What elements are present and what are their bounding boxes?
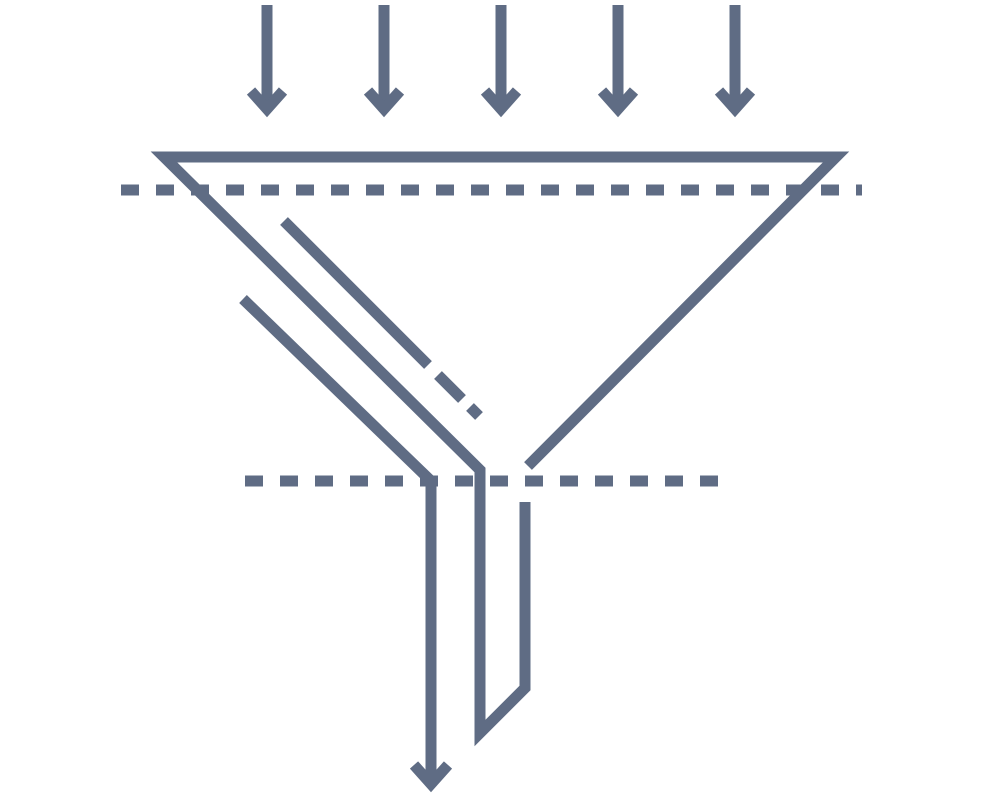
input-arrow-icon	[246, 5, 288, 118]
input-arrow-icon	[363, 5, 405, 118]
funnel-outline	[150, 151, 850, 785]
funnel-inner-dot	[466, 403, 483, 420]
output-arrow-icon	[409, 761, 453, 793]
funnel-inner-stroke	[280, 217, 432, 369]
input-arrows	[246, 5, 756, 118]
input-arrow-icon	[714, 5, 756, 118]
input-arrow-icon	[597, 5, 639, 118]
funnel-inner-dash	[434, 371, 466, 403]
funnel-outer-left-stroke	[239, 295, 437, 785]
funnel-rim-left-wall	[150, 151, 850, 747]
input-arrow-icon	[480, 5, 522, 118]
